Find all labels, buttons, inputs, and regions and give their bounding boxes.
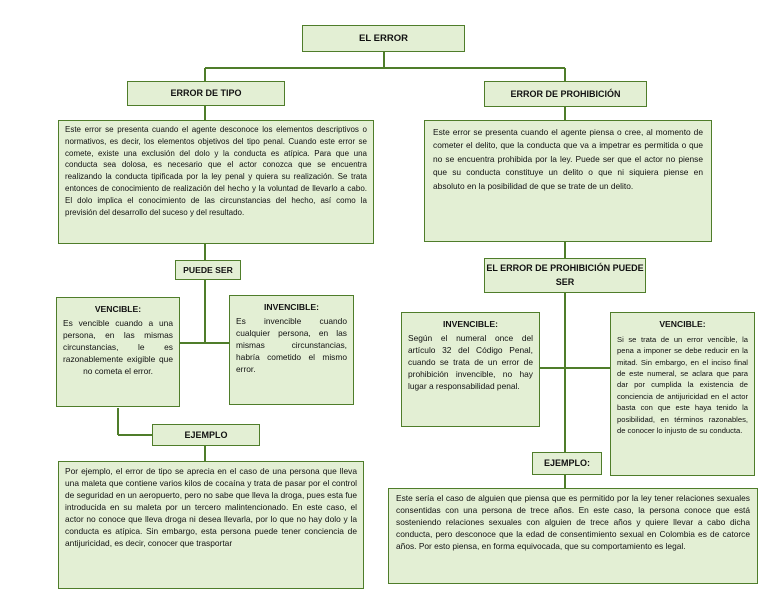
right-vencible-text: Si se trata de un error vencible, la pen… — [617, 334, 748, 436]
left-example-text: Por ejemplo, el error de tipo se aprecia… — [58, 461, 364, 589]
left-vencible-box: VENCIBLE: Es vencible cuando a una perso… — [56, 297, 180, 407]
left-invencible-title: INVENCIBLE: — [264, 302, 319, 312]
puede-ser-label: PUEDE SER — [175, 260, 241, 280]
error-de-tipo-description: Este error se presenta cuando el agente … — [58, 120, 374, 244]
left-vencible-title: VENCIBLE: — [94, 304, 142, 314]
right-invencible-box: INVENCIBLE: Según el numeral once del ar… — [401, 312, 540, 427]
left-example-label: EJEMPLO — [152, 424, 260, 446]
left-vencible-text: Es vencible cuando a una persona, en las… — [63, 318, 173, 376]
right-vencible-title: VENCIBLE: — [659, 319, 706, 329]
left-invencible-text: Es invencible cuando cualquier persona, … — [236, 316, 347, 374]
right-example-label: EJEMPLO: — [532, 452, 602, 475]
error-de-prohibicion-title: ERROR DE PROHIBICIÓN — [484, 81, 647, 107]
error-de-tipo-title: ERROR DE TIPO — [127, 81, 285, 106]
left-invencible-box: INVENCIBLE: Es invencible cuando cualqui… — [229, 295, 354, 405]
prohibicion-puede-ser-label: EL ERROR DE PROHIBICIÓN PUEDE SER — [484, 258, 646, 293]
right-invencible-title: INVENCIBLE: — [443, 319, 498, 329]
right-invencible-text: Según el numeral once del artículo 32 de… — [408, 333, 533, 391]
right-example-text: Este sería el caso de alguien que piensa… — [388, 488, 758, 584]
error-de-prohibicion-description: Este error se presenta cuando el agente … — [424, 120, 712, 242]
root-node: EL ERROR — [302, 25, 465, 52]
right-vencible-box: VENCIBLE: Si se trata de un error vencib… — [610, 312, 755, 476]
